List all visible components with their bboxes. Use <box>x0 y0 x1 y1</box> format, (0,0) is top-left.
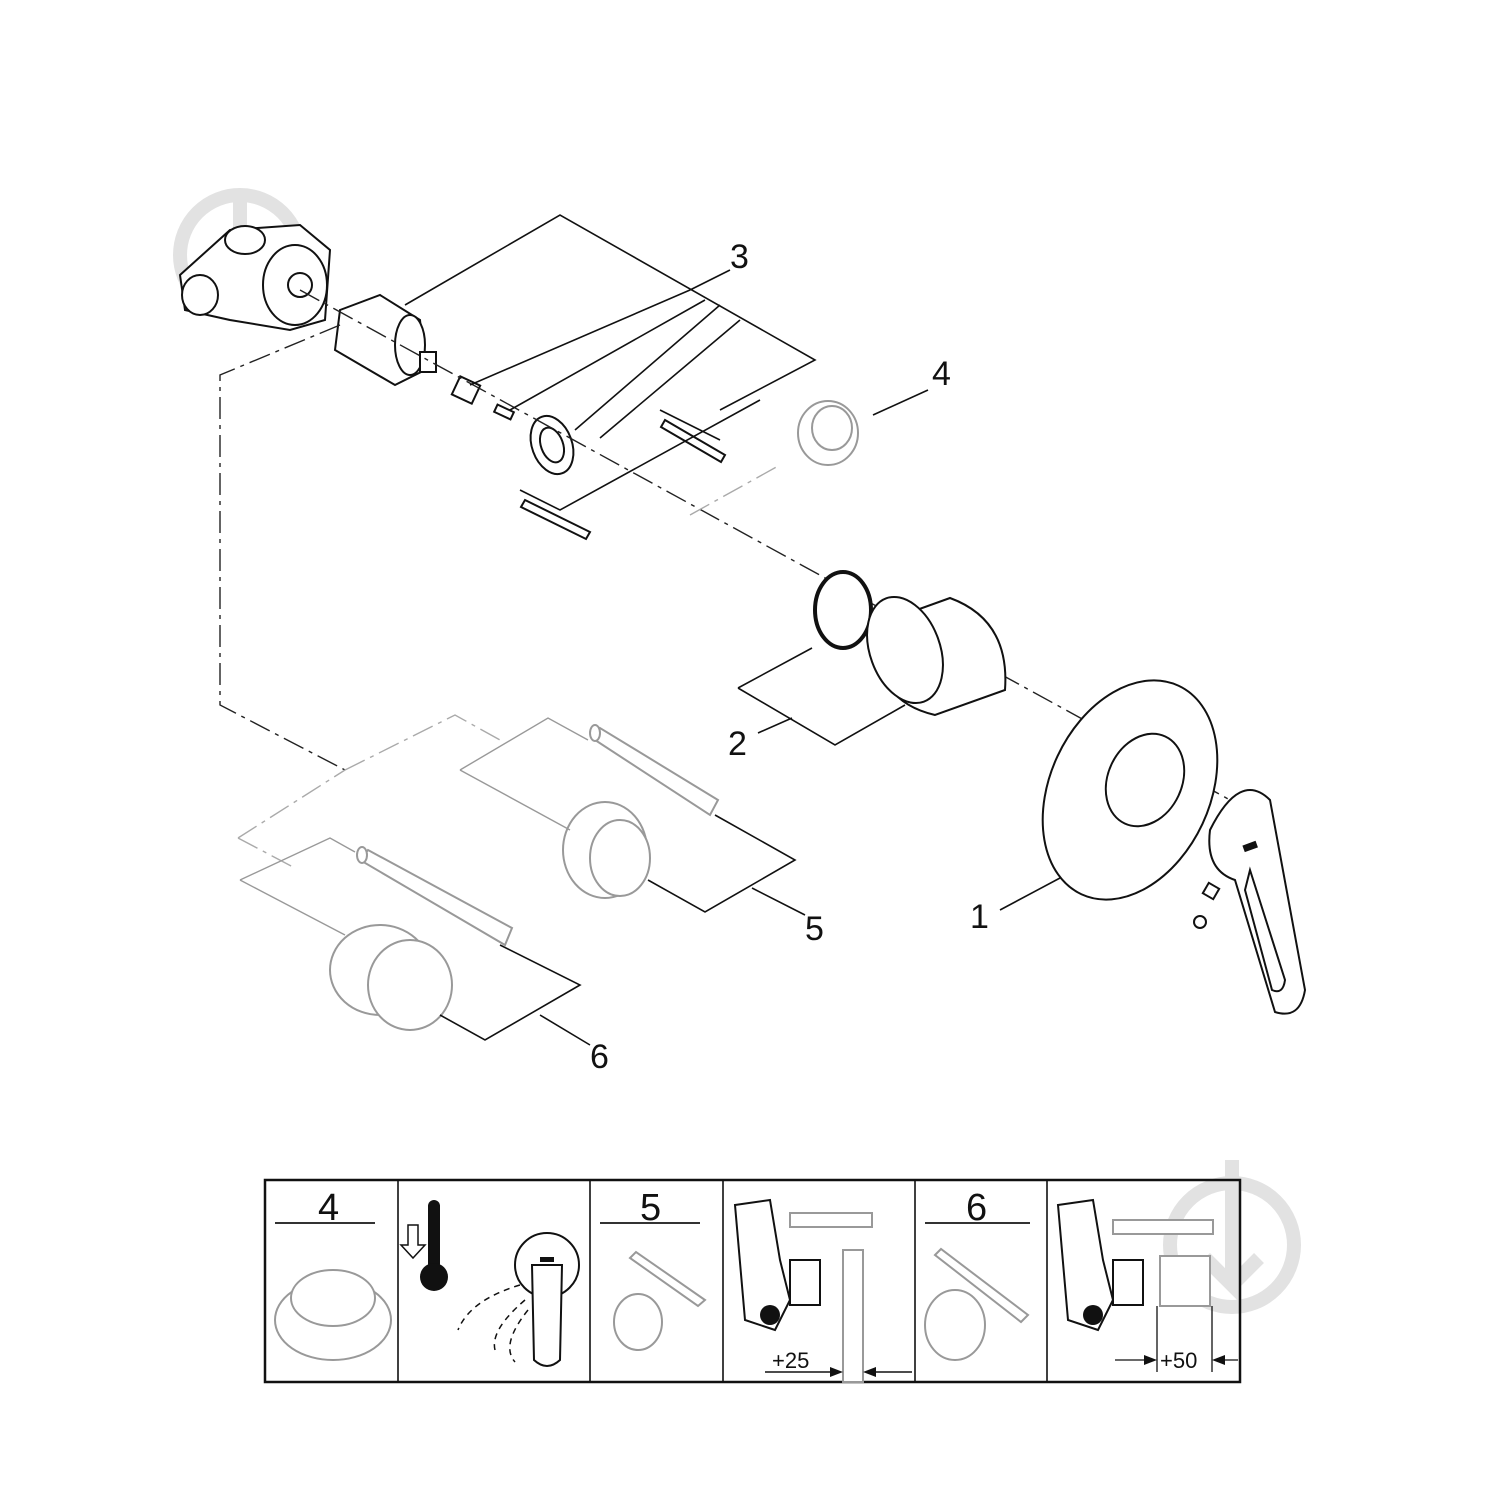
assembly-axis-line <box>299 289 1231 801</box>
callout-4-label: 4 <box>932 355 951 393</box>
callout-5-label: 5 <box>805 910 824 948</box>
callout-1-leader <box>999 877 1061 911</box>
callout-5-leader <box>647 814 806 916</box>
legend-panel-6: 6 <box>924 1187 1030 1361</box>
part-4-link-line <box>689 464 781 516</box>
callout-1-label: 1 <box>970 898 989 936</box>
legend-panel-5-label: 5 <box>640 1187 661 1229</box>
legend-panel-5: 5 <box>600 1187 707 1351</box>
legend-panel-install-depth-25: +25 <box>733 1198 912 1383</box>
legend-panel: 4 5 +25 <box>263 1178 1242 1384</box>
arrow-down-icon <box>399 1224 427 1260</box>
part-5-link-line <box>237 714 501 869</box>
part-6-bracket <box>239 837 356 936</box>
part-4-cap <box>797 400 859 466</box>
callout-6-label: 6 <box>590 1038 609 1076</box>
part-1-escutcheon <box>1041 679 1219 901</box>
optional-parts-link-line <box>219 324 346 771</box>
legend-panel-temperature-limiter <box>399 1200 580 1367</box>
legend-panel-4: 4 <box>274 1187 392 1361</box>
valve-body <box>178 223 332 332</box>
part-2-sleeve <box>813 570 1007 717</box>
callout-2-label: 2 <box>728 725 747 763</box>
part-5-bracket <box>459 717 589 831</box>
dim-50-label: +50 <box>1160 1348 1197 1373</box>
callout-3-leader <box>404 214 817 511</box>
part-6-extension <box>329 846 514 1031</box>
part-1-handle <box>1193 789 1307 1015</box>
dim-25-label: +25 <box>772 1348 809 1373</box>
callout-3-label: 3 <box>730 238 749 276</box>
legend-panel-install-depth-50: +50 <box>1056 1198 1238 1373</box>
part-5-extension <box>562 724 720 899</box>
watermark-logo-bottom-right <box>1163 1160 1301 1314</box>
callout-2-leader <box>737 647 906 746</box>
cartridge <box>333 293 727 541</box>
thermometer-icon <box>428 1200 440 1270</box>
legend-panel-4-label: 4 <box>318 1187 339 1229</box>
callout-6-leader <box>439 944 591 1046</box>
callout-4-leader <box>872 389 929 416</box>
legend-panel-6-label: 6 <box>966 1187 987 1229</box>
